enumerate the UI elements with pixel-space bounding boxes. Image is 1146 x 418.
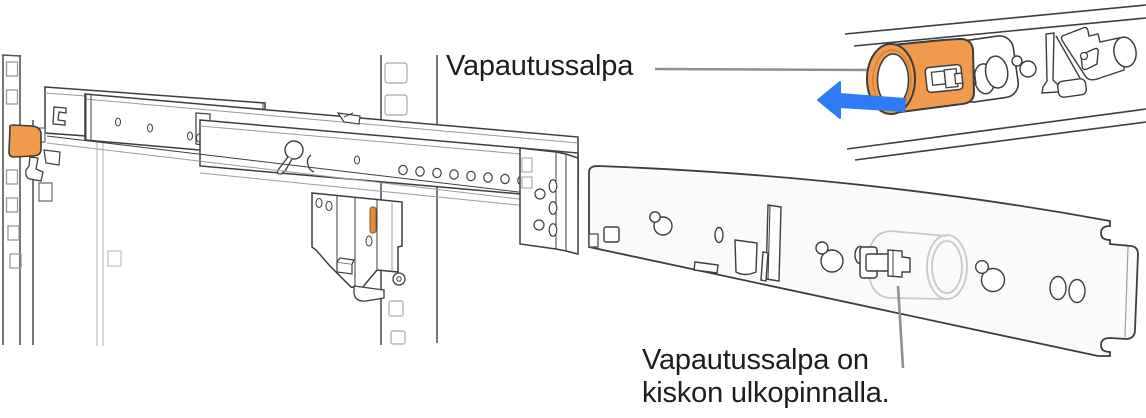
leader-line-latch-location (896, 285, 905, 369)
inset-rail-closeup (817, 4, 1146, 161)
callout-latch-location: Vapautussalpa on kiskon ulkopinnalla. (642, 344, 890, 410)
rail-end-bracket (519, 147, 579, 255)
inset-release-latch-cylinder (866, 37, 976, 115)
arrow-left-icon (817, 81, 906, 119)
mounting-bracket (311, 192, 406, 302)
rack-post-rear (96, 140, 122, 346)
rack-post-left (1, 54, 34, 345)
callout-latch-location-line1: Vapautussalpa on (642, 344, 869, 376)
bracket-orange-pin (369, 206, 377, 234)
leader-line-release-latch (654, 67, 868, 72)
callout-latch-location-line2: kiskon ulkopinnalla. (642, 377, 890, 409)
outer-rail-panel (588, 165, 1139, 357)
callout-release-latch: Vapautussalpa (446, 50, 634, 82)
slide-rail-assembly (35, 86, 579, 255)
outer-rail-latch (859, 246, 911, 279)
release-latch-knob (8, 124, 44, 182)
